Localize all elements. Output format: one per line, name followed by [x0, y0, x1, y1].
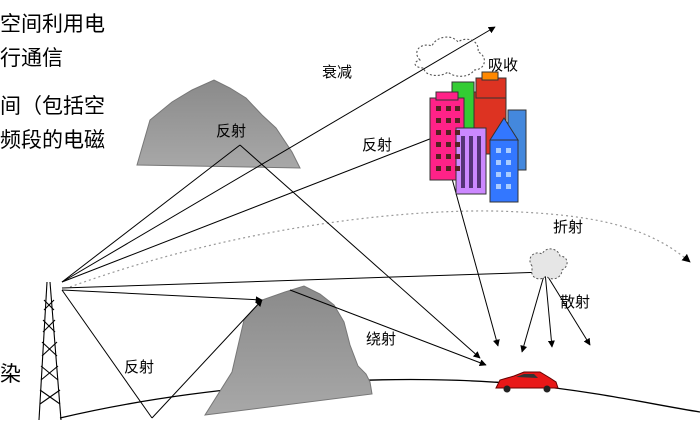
ray-scatter-2: [544, 271, 555, 348]
ray-diffraction-up: [61, 289, 263, 304]
side-text-line-4: 频段的电磁: [0, 128, 105, 152]
ray-to-building: [61, 134, 441, 283]
ray-ground-up: [151, 299, 263, 419]
refraction-path: [69, 210, 691, 288]
label-scattering: 散射: [560, 293, 590, 311]
mountain-back: [136, 79, 301, 169]
side-text-line-3: 间（包括空: [0, 94, 105, 118]
car-icon: [495, 371, 559, 393]
side-text-line-5: 染: [0, 362, 21, 386]
label-diffraction: 绕射: [366, 330, 396, 348]
label-reflection-building: 反射: [362, 136, 392, 154]
label-attenuation: 衰减: [322, 63, 352, 81]
city-buildings-icon: [429, 71, 527, 203]
ray-scatter-1: [520, 271, 546, 353]
scattering-cloud-icon: [529, 248, 568, 280]
ray-diffraction-down: [289, 289, 487, 367]
ray-mountain-down: [239, 144, 481, 359]
ray-scatter-3: [544, 271, 591, 346]
label-reflection-ground: 反射: [124, 358, 154, 376]
ray-to-mountain: [61, 144, 241, 283]
label-absorption: 吸收: [488, 56, 518, 74]
label-refraction: 折射: [553, 218, 583, 236]
ray-to-cloud: [61, 271, 546, 289]
mountain-front: [204, 285, 373, 416]
side-text-line-2: 行通信: [0, 46, 63, 70]
label-reflection-mountain: 反射: [216, 122, 246, 140]
attenuation-cloud-icon: [414, 36, 485, 77]
ray-attenuation: [61, 26, 496, 283]
radio-tower-icon: [38, 281, 62, 421]
ground-curve: [59, 378, 700, 419]
ray-ground-down: [61, 289, 153, 419]
side-text-line-1: 空间利用电: [0, 12, 105, 36]
